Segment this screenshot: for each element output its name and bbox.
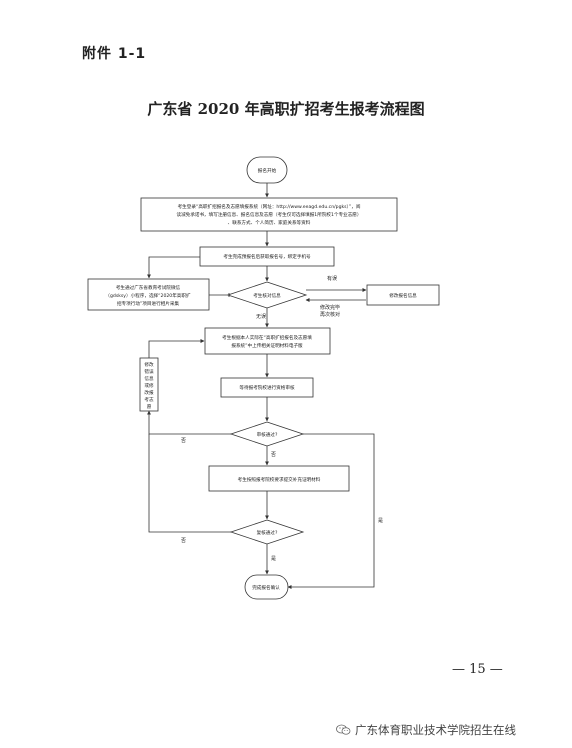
decision2-text: 审核通过? — [257, 431, 278, 438]
side-line2: 错误 — [144, 368, 154, 375]
end-node — [244, 574, 289, 600]
step4-line2: 报系统”中上传相关证明材料电子版 — [231, 342, 303, 349]
side-line7: 愿 — [147, 404, 152, 410]
step3-line3: 招专项行动”项目进行相片采集 — [117, 300, 180, 307]
edge-label-no-2: 否 — [271, 452, 276, 458]
step-register-box — [140, 197, 398, 232]
side-line5: 改报 — [144, 389, 154, 396]
wechat-icon — [336, 724, 351, 735]
step1-line1: 考生登录“高职扩招报名及志愿填报系统（网址：http://www.eeagd.e… — [178, 203, 361, 210]
side-line1: 修改 — [144, 361, 154, 368]
end-text: 完成报名确认 — [252, 584, 280, 591]
step-upload-box — [204, 327, 331, 355]
decision3-text: 复核通过? — [257, 529, 278, 536]
edge-label-yes-2: 是 — [271, 556, 276, 562]
side-line6: 考志 — [144, 396, 154, 403]
footer-watermark: 广东体育职业技术学院招生在线 — [336, 722, 516, 738]
step1-line2: 读减免承诺书，填写注册信息、报名信息及志愿（考生仅可选择填报1所院校1个专业志愿… — [176, 211, 361, 218]
step-supplement-box — [208, 465, 350, 492]
step3-line2: （gdsksy）小程序，选择“2020年高职扩 — [105, 292, 191, 299]
edge-label-error: 有误 — [327, 275, 337, 282]
attachment-label: 附件 1-1 — [82, 46, 147, 62]
edge-label-no-1: 否 — [181, 438, 186, 444]
start-text: 报名开始 — [258, 167, 277, 174]
edge-label-recheck-1: 修改完毕 — [320, 304, 340, 311]
side-line4: 或修 — [144, 382, 154, 389]
modify-info-text: 修改报名信息 — [389, 292, 417, 299]
side-line3: 信息 — [144, 375, 154, 382]
step1-line3: 、联系方式、个人简历、家庭关系等资料 — [228, 219, 311, 226]
page-title: 广东省 2020 年高职扩招考生报考流程图 — [147, 100, 425, 118]
step-photo-box — [87, 278, 210, 311]
step2-text: 考生完成预报名后获取报名号，绑定手机号 — [223, 253, 311, 260]
footer-text: 广东体育职业技术学院招生在线 — [355, 723, 516, 737]
edge-label-no-error: 无误 — [256, 313, 266, 320]
step5-text: 等待报考院校进行资格审核 — [239, 384, 295, 391]
step4-line1: 考生根据本人实际在“高职扩招报名及志愿填 — [222, 334, 312, 341]
edge-label-yes-1: 是 — [378, 518, 383, 524]
decision1-text: 考生核对信息 — [253, 292, 281, 299]
step3-line1: 考生通过广东省教育考试院微信 — [116, 284, 181, 291]
step6-text: 考生按照报考院校要求提交补充证明材料 — [238, 476, 321, 483]
modify-info-box — [366, 284, 440, 306]
edge-label-no-3: 否 — [181, 538, 186, 544]
page-number: — 15 — — [452, 662, 503, 677]
edge-label-recheck-2: 再次核对 — [320, 311, 340, 318]
